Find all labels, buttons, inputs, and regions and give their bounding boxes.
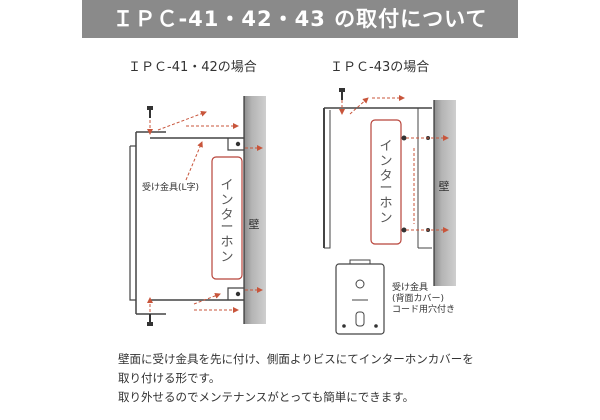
svg-text:ン: ン: [379, 154, 392, 169]
left-screw-top: [147, 106, 153, 118]
right-wall-label: 壁: [439, 179, 450, 193]
left-title: ＩＰＣ-41・42の場合: [128, 60, 257, 75]
left-wall: [244, 96, 266, 324]
description: 壁面に受け金具を先に付け、側面よりビスにてインターホンカバーを 取り付ける形です…: [118, 350, 578, 407]
svg-text:ン: ン: [220, 193, 233, 208]
right-wall: [434, 100, 456, 286]
left-intercom: [211, 156, 243, 280]
left-bracket-label: 受け金具(L字): [142, 181, 199, 193]
svg-text:ン: ン: [220, 250, 233, 265]
right-screw-top: [339, 88, 345, 100]
svg-text:ン: ン: [379, 211, 392, 226]
installation-diagram: ＩＰＣ-41・42の場合 壁 イ ン タ ー ホ ン: [128, 60, 456, 335]
svg-text:ホ: ホ: [220, 235, 233, 250]
right-bracket-label: 受け金具: [392, 281, 428, 293]
svg-text:イ: イ: [379, 139, 392, 154]
svg-text:タ: タ: [220, 208, 233, 223]
right-arrows: [339, 95, 449, 233]
svg-text:タ: タ: [379, 169, 392, 184]
header-banner: ＩＰＣ-41・42・43 の取付について: [0, 0, 600, 38]
right-back-bracket: [335, 259, 385, 335]
left-screw-bottom: [147, 314, 153, 326]
right-intercom-label: イ ン タ ー ホ ン: [379, 139, 392, 226]
page-title: ＩＰＣ-41・42・43 の取付について: [112, 7, 488, 31]
right-bracket-sub2: コード用穴付き: [392, 303, 455, 315]
left-arrows: [147, 110, 263, 313]
title-bar: ＩＰＣ-41・42・43 の取付について: [82, 0, 518, 38]
svg-text:ー: ー: [379, 181, 392, 196]
description-line-1: 壁面に受け金具を先に付け、側面よりビスにてインターホンカバーを: [118, 352, 474, 366]
svg-text:ホ: ホ: [379, 196, 392, 211]
svg-text:ー: ー: [220, 220, 233, 235]
left-intercom-label: イ ン タ ー ホ ン: [220, 178, 233, 265]
right-title: ＩＰＣ-43の場合: [330, 60, 429, 75]
svg-text:イ: イ: [220, 178, 233, 193]
description-line-2: 取り付ける形です。: [118, 371, 221, 385]
right-bracket-sub1: (背面カバー): [392, 292, 444, 304]
left-wall-label: 壁: [249, 217, 260, 231]
description-line-3: 取り外せるのでメンテナンスがとっても簡単にできます。: [118, 390, 415, 404]
right-intercom: [370, 119, 402, 245]
